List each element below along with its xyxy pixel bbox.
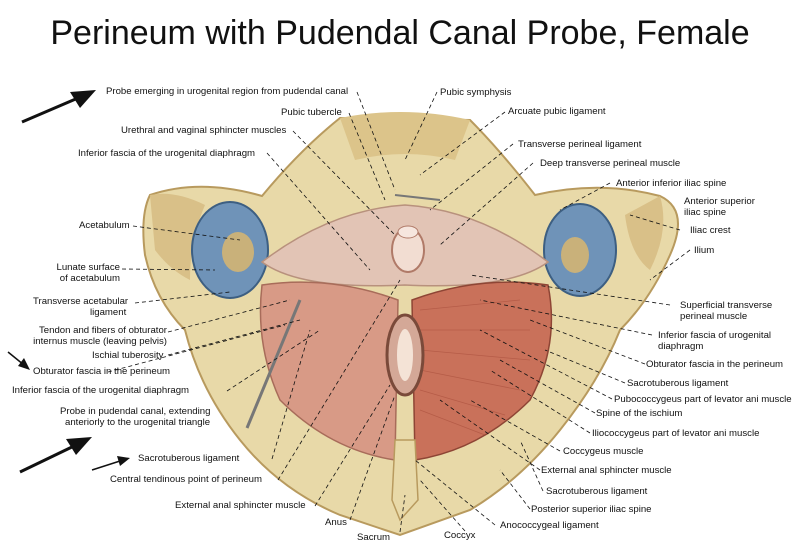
- label-tendon-obturator-1: Tendon and fibers of obturator: [38, 325, 167, 336]
- label-external-anal-left: External anal sphincter muscle: [175, 500, 306, 511]
- label-ilium: Ilium: [694, 245, 715, 256]
- coccyx: [391, 439, 419, 522]
- label-coccyx: Coccyx: [444, 530, 476, 541]
- label-obturator-fascia-left: Obturator fascia in the perineum: [33, 366, 171, 377]
- label-transverse-acetabular-1: Transverse acetabular: [33, 296, 129, 307]
- label-ischial-tuberosity: Ischial tuberosity: [92, 350, 164, 361]
- label-anterior-superior-iliac-spine-1: Anterior superior: [684, 196, 755, 207]
- label-iliac-crest: Iliac crest: [690, 225, 731, 236]
- label-inferior-fascia-uro-right-2: diaphragm: [658, 341, 704, 352]
- probe-right: [394, 194, 441, 201]
- muscle-fibers: [419, 299, 531, 436]
- label-transverse-acetabular-2: ligament: [90, 307, 127, 318]
- label-lunate-surface-1: Lunate surface: [56, 262, 120, 273]
- label-central-tendinous: Central tendinous point of perineum: [110, 474, 262, 485]
- label-external-anal-right: External anal sphincter muscle: [541, 465, 672, 476]
- levator-ani-left: [259, 281, 399, 461]
- label-inferior-fascia-uro-left: Inferior fascia of the urogenital diaphr…: [12, 385, 190, 396]
- label-posterior-superior-iliac-spine: Posterior superior iliac spine: [531, 504, 652, 515]
- label-sacrotuberous-right-bottom: Sacrotuberous ligament: [546, 486, 648, 497]
- label-pubic-tubercle: Pubic tubercle: [281, 107, 342, 118]
- label-superficial-transverse-2: perineal muscle: [680, 311, 748, 322]
- label-lunate-surface-2: of acetabulum: [59, 273, 120, 284]
- label-acetabulum: Acetabulum: [79, 220, 130, 231]
- label-spine-of-ischium: Spine of the ischium: [596, 408, 683, 419]
- label-probe-emerging: Probe emerging in urogenital region from…: [106, 86, 349, 97]
- page-title: Perineum with Pudendal Canal Probe, Fema…: [50, 14, 750, 52]
- label-arcuate-pubic-ligament: Arcuate pubic ligament: [508, 106, 606, 117]
- label-sacrum: Sacrum: [357, 532, 391, 543]
- label-tendon-obturator-2: internus muscle (leaving pelvis): [33, 336, 167, 347]
- label-inferior-fascia-uro-top: Inferior fascia of the urogenital diaphr…: [78, 148, 256, 159]
- label-deep-transverse-perineal: Deep transverse perineal muscle: [540, 158, 681, 169]
- label-sacrotuberous-left: Sacrotuberous ligament: [138, 453, 240, 464]
- label-superficial-transverse-1: Superficial transverse: [680, 300, 773, 311]
- label-anus: Anus: [325, 517, 347, 528]
- label-pubic-symphysis: Pubic symphysis: [440, 87, 512, 98]
- label-obturator-fascia-right: Obturator fascia in the perineum: [646, 359, 784, 370]
- probe-left: [245, 299, 302, 429]
- label-anterior-inferior-iliac-spine: Anterior inferior iliac spine: [616, 178, 727, 189]
- label-pubococcygeus: Pubococcygeus part of levator ani muscle: [614, 394, 792, 405]
- label-coccygeus: Coccygeus muscle: [563, 446, 644, 457]
- pointer-arrows: [7, 90, 130, 474]
- label-sacrotuberous-right-top: Sacrotuberous ligament: [627, 378, 729, 389]
- label-iliococcygeus: Iliococcygeus part of levator ani muscle: [592, 428, 760, 439]
- label-transverse-perineal-ligament: Transverse perineal ligament: [518, 139, 642, 150]
- label-urethral-vaginal-sphincter: Urethral and vaginal sphincter muscles: [121, 125, 287, 136]
- label-inferior-fascia-uro-right-1: Inferior fascia of urogenital: [658, 330, 772, 341]
- levator-ani-right: [411, 281, 553, 461]
- label-anococcygeal: Anococcygeal ligament: [500, 520, 599, 531]
- leader-lines: [107, 91, 691, 533]
- label-probe-in-canal-1: Probe in pudendal canal, extending: [60, 406, 211, 417]
- label-probe-in-canal-2: anteriorly to the urogenital triangle: [65, 417, 211, 428]
- label-anterior-superior-iliac-spine-2: iliac spine: [684, 207, 727, 218]
